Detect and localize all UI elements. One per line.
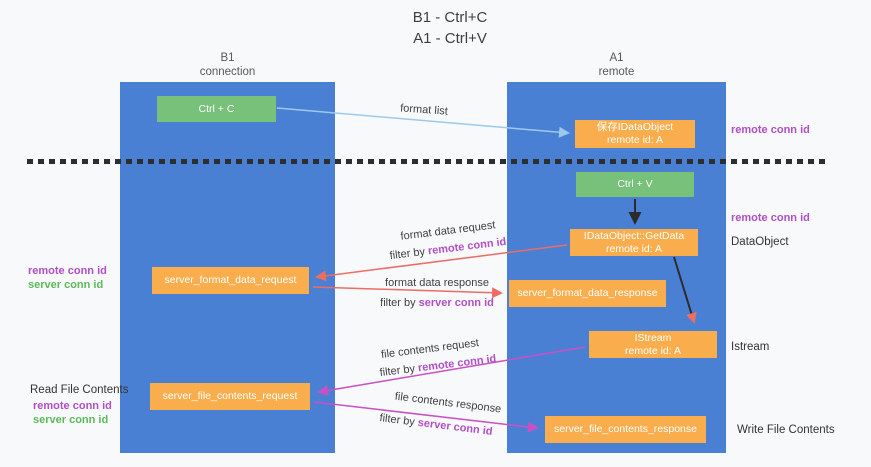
node-istream: IStream remote id: A [589, 331, 717, 358]
session-divider-dashed-line [27, 159, 830, 164]
left-remote-conn-id-top: remote conn id [28, 265, 107, 277]
node-idataobject-getdata: IDataObject::GetData remote id: A [570, 229, 698, 256]
format-data-response-filter-label: filter by server conn id [380, 297, 494, 309]
node-server-format-data-request-label: server_format_data_request [164, 274, 297, 286]
node-server-file-contents-response: server_file_contents_response [545, 416, 706, 443]
left-server-conn-id-bottom: server conn id [33, 414, 109, 426]
format-data-response-label: format data response [385, 277, 489, 289]
server-conn-id-text: server conn id [417, 416, 494, 438]
node-istream-line2: remote id: A [624, 344, 682, 357]
file-contents-response-filter-label: filter by server conn id [379, 412, 493, 438]
title-line-1: B1 - Ctrl+C [412, 9, 488, 26]
node-idataobject-getdata-line1: IDataObject::GetData [583, 229, 685, 242]
left-server-conn-id-top: server conn id [28, 279, 104, 291]
right-column-name: A1 [609, 52, 624, 64]
right-column-role: remote [598, 66, 635, 78]
filter-by-prefix: filter by [380, 297, 419, 309]
node-server-file-contents-request: server_file_contents_request [150, 383, 310, 410]
right-write-file-contents-label: Write File Contents [737, 424, 835, 436]
format-list-label: format list [399, 102, 449, 118]
right-column-header: A1 remote [507, 51, 726, 79]
filter-by-prefix: filter by [389, 245, 429, 263]
node-istream-line1: IStream [634, 331, 672, 344]
node-save-idataobject: 保存IDataObject remote id: A [575, 120, 695, 148]
server-conn-id-text: server conn id [418, 297, 494, 309]
node-ctrl-c-label: Ctrl + C [198, 102, 235, 115]
right-remote-conn-id-top: remote conn id [731, 124, 810, 136]
left-remote-conn-id-bottom: remote conn id [33, 400, 112, 412]
node-save-idataobject-line1: 保存IDataObject [596, 121, 674, 133]
left-read-file-contents-label: Read File Contents [30, 384, 129, 396]
left-column-role: connection [199, 66, 256, 78]
node-server-format-data-response: server_format_data_response [509, 280, 666, 307]
file-contents-response-label: file contents response [394, 390, 502, 416]
node-server-format-data-request: server_format_data_request [152, 267, 309, 294]
right-remote-conn-id-mid: remote conn id [731, 212, 810, 224]
filter-by-prefix: filter by [378, 412, 419, 429]
node-ctrl-v-label: Ctrl + V [617, 178, 653, 190]
left-column-header: B1 connection [120, 51, 335, 79]
node-ctrl-c: Ctrl + C [157, 96, 276, 122]
node-save-idataobject-line2: remote id: A [606, 134, 664, 146]
node-ctrl-v: Ctrl + V [576, 172, 694, 197]
node-server-file-contents-response-label: server_file_contents_response [553, 423, 697, 435]
left-column-name: B1 [220, 52, 235, 64]
node-server-file-contents-request-label: server_file_contents_request [162, 390, 298, 402]
title-line-2: A1 - Ctrl+V [413, 30, 487, 47]
remote-conn-id-text: remote conn id [417, 352, 497, 375]
remote-conn-id-text: remote conn id [427, 235, 507, 258]
diagram-title: B1 - Ctrl+C A1 - Ctrl+V [30, 7, 870, 49]
right-istream-label: Istream [731, 341, 770, 353]
node-server-format-data-response-label: server_format_data_response [517, 287, 658, 299]
right-dataobject-label: DataObject [731, 236, 789, 248]
node-idataobject-getdata-line2: remote id: A [605, 242, 663, 255]
filter-by-prefix: filter by [379, 362, 419, 380]
